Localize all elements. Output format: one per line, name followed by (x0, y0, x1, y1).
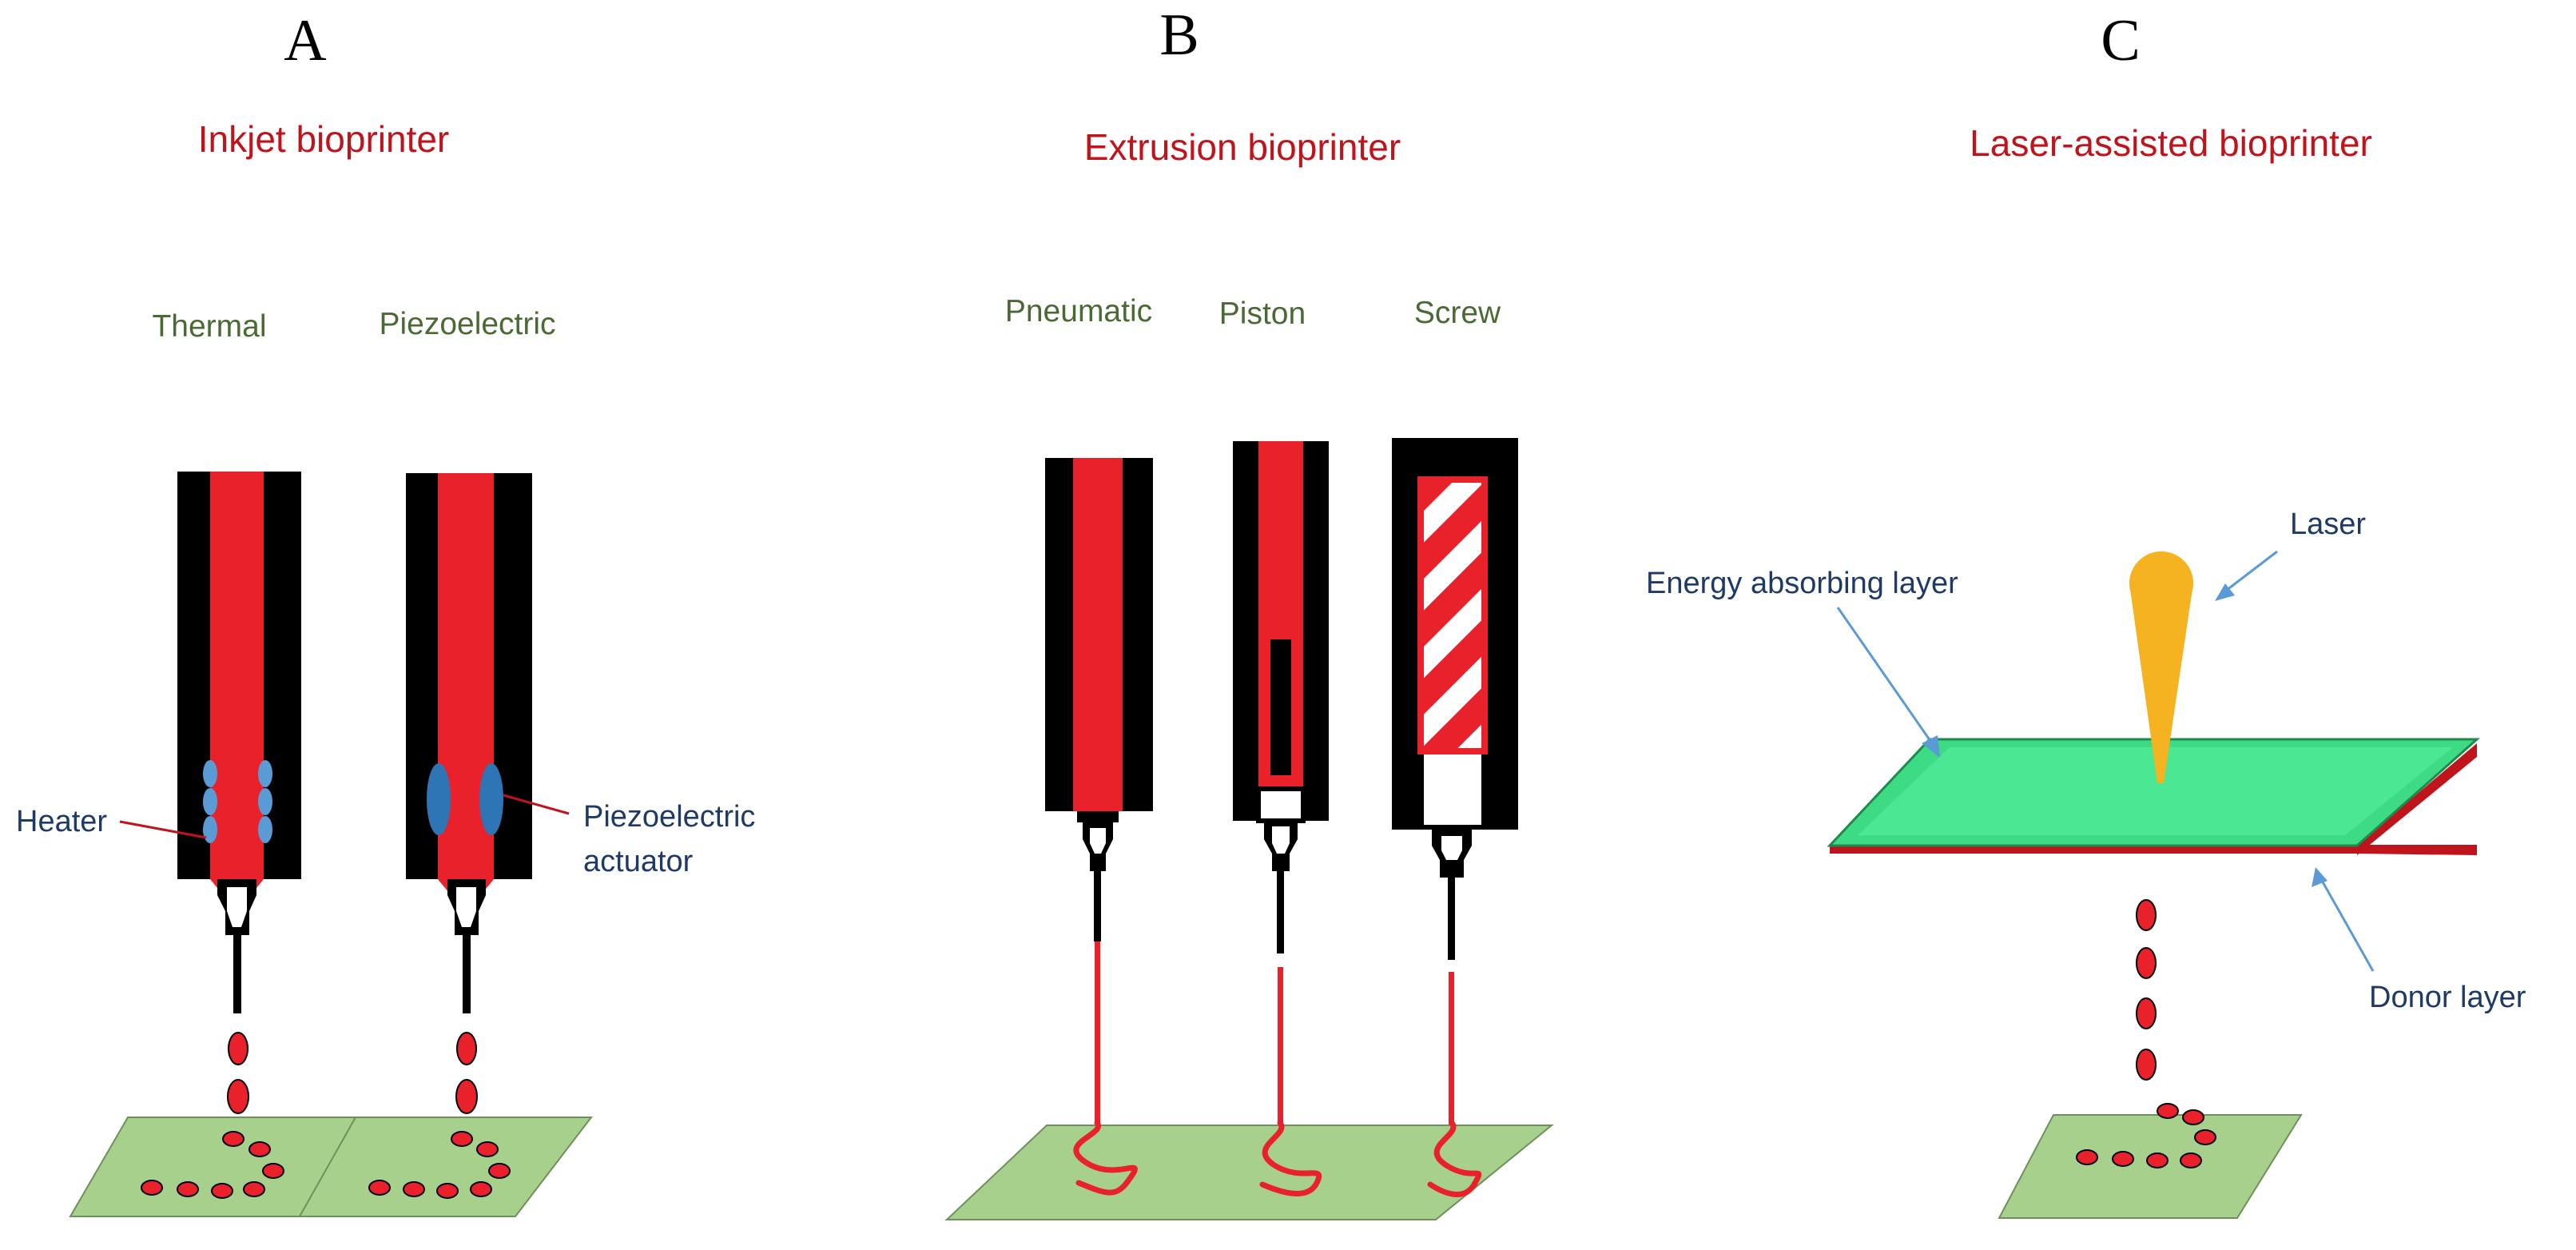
extruded-filaments (1073, 1120, 1482, 1197)
screw-label: Screw (1414, 296, 1501, 330)
heater-elements (203, 760, 272, 843)
energy-layer-highlight (1858, 747, 2453, 835)
energy-absorbing-layer-label: Energy absorbing layer (1646, 567, 1958, 600)
screw-nozzle (1392, 438, 1518, 1125)
energy-arrow-head (1922, 735, 1940, 758)
donor-arrow-head (2312, 867, 2328, 887)
inkjet-substrate (69, 1117, 594, 1217)
panel-b-letter: B (1159, 2, 1199, 68)
pneumatic-label: Pneumatic (1005, 294, 1152, 328)
laser-beam (2129, 551, 2193, 783)
printed-dots-piezo (368, 1131, 511, 1199)
laser-droplets (2136, 899, 2157, 1081)
printed-dots-thermal (141, 1131, 284, 1199)
thermal-nozzle (177, 472, 301, 1013)
thermal-label: Thermal (152, 309, 266, 344)
piston-label: Piston (1219, 297, 1306, 331)
laser-arrow-line (2222, 550, 2278, 595)
extrusion-substrate (944, 1125, 1554, 1220)
substrate-divider (299, 1117, 356, 1217)
inkjet-droplets (227, 1032, 478, 1114)
printed-dots-laser (2076, 1103, 2216, 1168)
laser-label: Laser (2290, 508, 2366, 541)
donor-layer-edge (2357, 743, 2477, 855)
heater-label: Heater (16, 805, 107, 838)
panel-a: A Inkjet bioprinter Thermal Piezoelectri… (16, 8, 755, 1217)
panel-c-title: Laser-assisted bioprinter (1970, 122, 2372, 164)
piezo-leader-line (503, 794, 570, 815)
piezo-actuators (427, 763, 503, 835)
heater-leader-line (119, 820, 207, 839)
panel-b-title: Extrusion bioprinter (1084, 126, 1401, 168)
donor-layer-label: Donor layer (2369, 981, 2526, 1014)
panel-b: B Extrusion bioprinter Pneumatic Piston … (944, 2, 1554, 1220)
panel-a-letter: A (284, 8, 326, 74)
energy-arrow-line (1836, 607, 1934, 744)
panel-a-title: Inkjet bioprinter (198, 118, 450, 160)
laser-arrow-head (2215, 583, 2235, 601)
donor-arrow-line (2320, 878, 2375, 972)
donor-layer (1830, 845, 2477, 855)
piezoelectric-label: Piezoelectric (379, 307, 555, 341)
piezoelectric-nozzle (406, 473, 532, 1013)
piston-nozzle (1233, 441, 1329, 1127)
panel-c-letter: C (2101, 8, 2140, 74)
piezo-actuator-label-line2: actuator (583, 845, 694, 878)
pneumatic-nozzle (1045, 458, 1153, 1125)
panel-c: C Laser-assisted bioprinter Laser Energy… (1646, 8, 2526, 1219)
piezo-actuator-label-line1: Piezoelectric (583, 800, 755, 834)
